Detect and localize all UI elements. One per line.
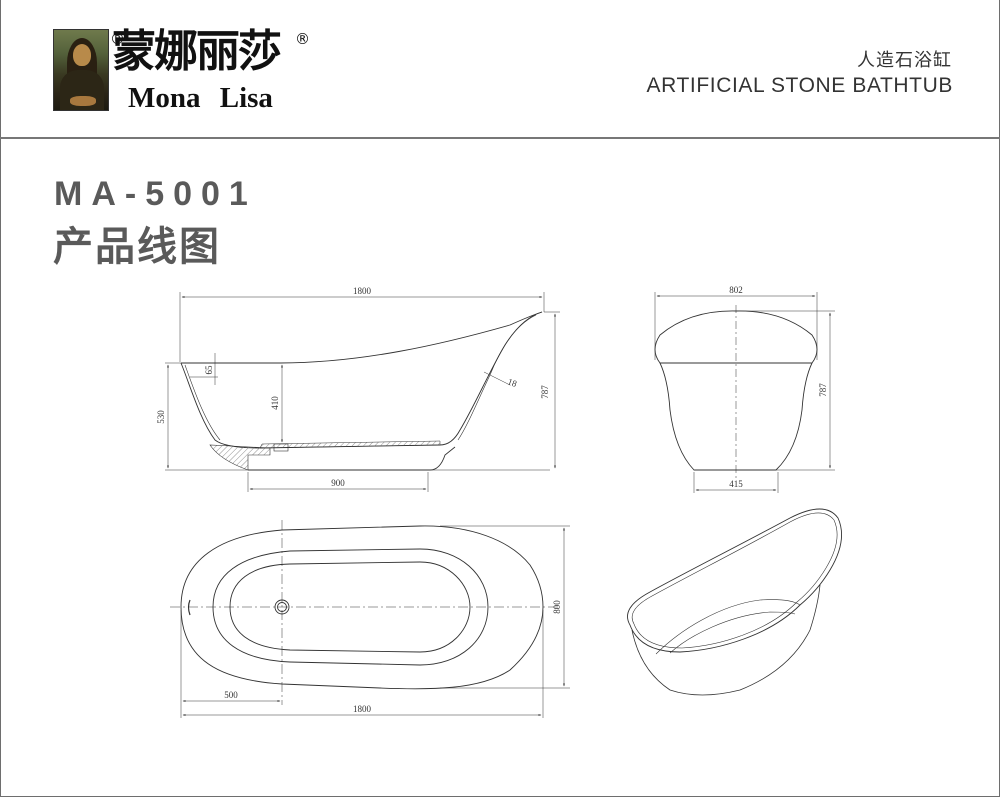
- brand-name-en: Mona Lisa: [128, 82, 273, 114]
- category-title-en: ARTIFICIAL STONE BATHTUB: [646, 74, 953, 97]
- dim-inner-depth: 410: [270, 396, 280, 410]
- dim-rim-height: 530: [156, 410, 166, 424]
- dim-top-width: 800: [552, 600, 562, 614]
- registered-mark-icon: ®: [110, 30, 125, 48]
- dim-wall-thickness: 18: [506, 376, 518, 389]
- mona-lisa-logo-image: [53, 29, 109, 111]
- model-number: MA-5001: [54, 175, 257, 213]
- dim-top-length: 1800: [353, 704, 372, 714]
- perspective-view: [627, 508, 843, 696]
- dim-side-height: 787: [540, 385, 550, 399]
- dim-base-width: 415: [729, 479, 743, 489]
- header: ® 蒙娜丽莎 ® Mona Lisa 人造石浴缸 ARTIFICIAL STON…: [0, 0, 1000, 139]
- dim-end-width: 802: [729, 285, 743, 295]
- side-view: [165, 292, 560, 492]
- category-title-cn: 人造石浴缸: [857, 50, 952, 71]
- registered-mark-icon: ®: [295, 30, 310, 48]
- top-view: [170, 520, 570, 718]
- dim-side-length: 1800: [353, 286, 372, 296]
- drawing-subtitle: 产品线图: [53, 224, 221, 270]
- brand-name-cn: 蒙娜丽莎: [112, 26, 282, 77]
- dim-end-height: 787: [818, 383, 828, 397]
- dim-drain-offset: 500: [224, 690, 238, 700]
- end-view: [654, 292, 835, 493]
- dim-base-length: 900: [331, 478, 345, 488]
- dim-rim-thickness: 65: [204, 365, 214, 375]
